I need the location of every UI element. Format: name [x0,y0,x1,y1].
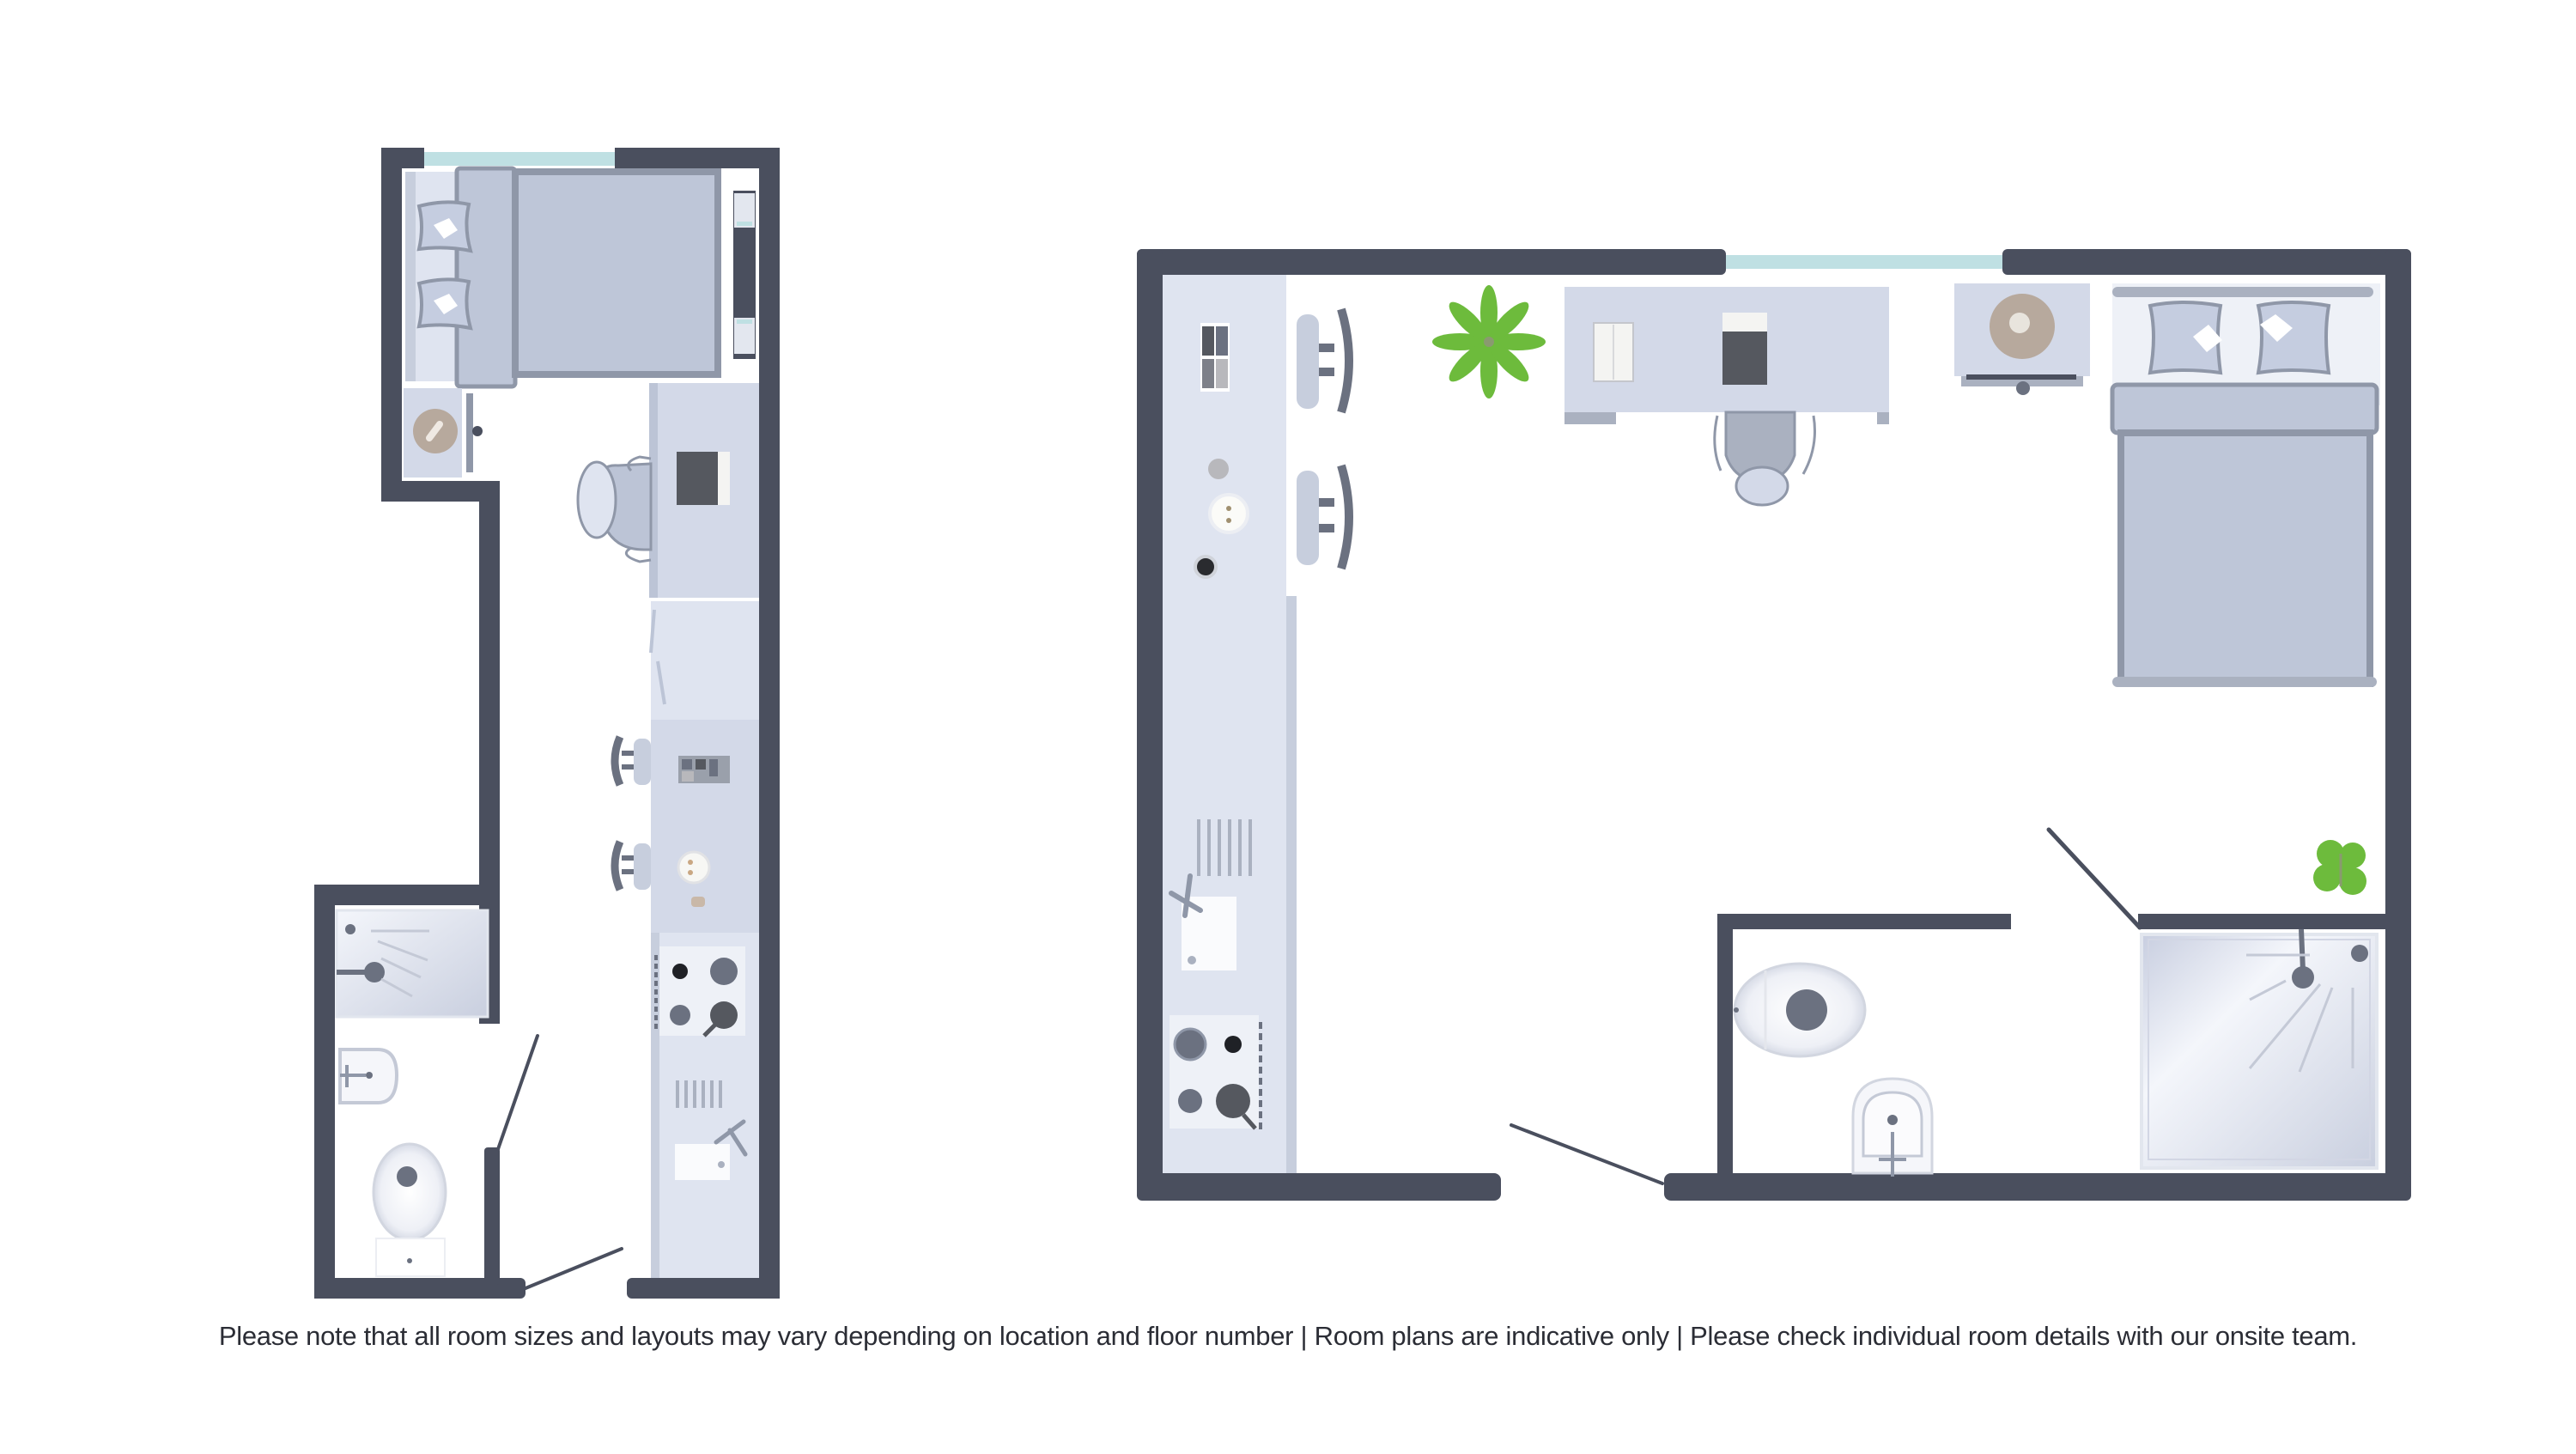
bar-stool-icon [1297,307,1353,414]
plant-small-icon [2313,840,2366,895]
toilet-icon [1733,962,1867,1058]
wall-shelf [733,191,756,359]
desk-chair [576,455,653,563]
laptop-icon [677,452,730,505]
coffee-mug-icon [1208,459,1229,479]
shower [2140,928,2379,1170]
desk-chair [1713,411,1816,507]
basin-icon [338,1048,399,1104]
double-bed [2110,283,2380,687]
toilet-icon [372,1142,447,1277]
book-icon [1593,322,1634,382]
desk [1564,287,1889,424]
disclaimer-text: Please note that all room sizes and layo… [0,1321,2576,1352]
sink-icon [675,1080,748,1180]
disclaimer-part-3: Please check individual room details wit… [1690,1321,2358,1351]
kettle-icon [677,850,711,907]
frying-pan-icon [1216,1084,1250,1118]
sink-icon [1169,819,1252,970]
window [1726,255,2002,269]
cup-icon [1194,555,1218,579]
ensuite-door[interactable] [2046,827,2142,930]
shower-head-icon [2292,966,2314,989]
toaster-icon [678,756,730,783]
double-bed [405,166,721,389]
bedside-table [404,388,483,478]
separator: | [1668,1321,1691,1351]
tap-icon [714,1119,748,1157]
window [424,152,615,166]
kettle-icon [1208,493,1249,534]
entrance-door[interactable] [524,1247,623,1290]
frying-pan-icon [710,1001,738,1029]
shower-room-door[interactable] [496,1034,539,1151]
disclaimer-part-2: Room plans are indicative only [1314,1321,1669,1351]
toaster-icon [1200,323,1230,392]
desk [649,383,759,598]
entrance-door[interactable] [1510,1123,1664,1185]
basin-icon [1851,1077,1934,1177]
drainer-icon [1197,819,1252,876]
separator: | [1293,1321,1315,1351]
shower-head-icon [364,962,385,983]
bar-stool-icon [1297,464,1353,570]
laptop-icon [1722,313,1767,385]
walls [314,148,780,1299]
pillow-icon [416,200,473,331]
plan-left [314,148,780,1299]
walls [1137,249,2411,1201]
bedside-table [1954,283,2090,395]
plant-icon [1432,285,1546,398]
tap-icon [1169,873,1203,918]
bar-stool-icon [611,840,651,891]
drainer-icon [676,1080,722,1108]
hob-icon [1170,1015,1262,1130]
plan-right [1137,249,2411,1201]
shower [335,909,489,1019]
bar-stool-icon [611,735,651,787]
disclaimer-part-1: Please note that all room sizes and layo… [218,1321,1294,1351]
hob-icon [654,946,745,1037]
